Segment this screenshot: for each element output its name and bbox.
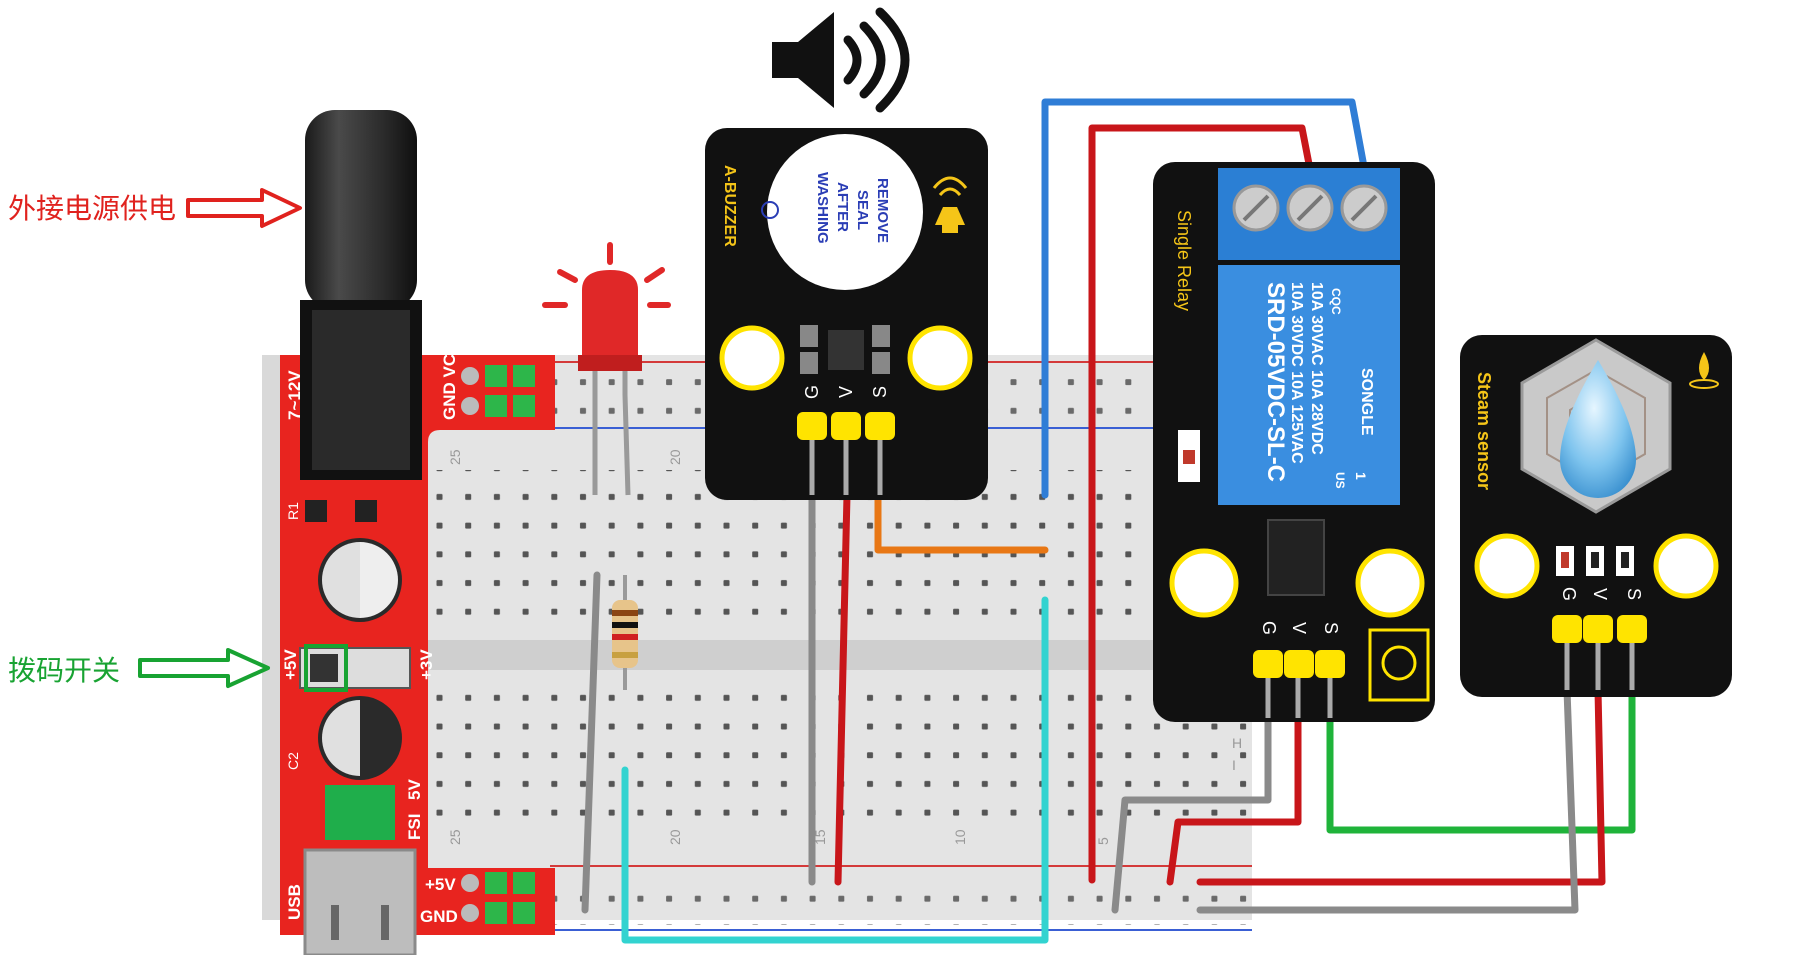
svg-text:WASHING: WASHING (814, 172, 831, 244)
relay-title: Single Relay (1174, 210, 1194, 311)
dip-arrow-icon (138, 648, 270, 688)
wire-red-steam (1196, 686, 1606, 886)
annotation-dip-switch: 拨码开关 (8, 648, 270, 688)
steam-pin-header (1552, 615, 1647, 690)
v5-label: 5V (405, 779, 424, 800)
relay-spec-1: 10A 30VAC 10A 28VDC (1308, 282, 1325, 455)
relay-spec-2: 10A 30VDC 10A 125VAC (1288, 282, 1305, 464)
relay-body (1218, 265, 1400, 505)
buzzer-pin-v: V (836, 386, 856, 398)
wire-red-buzzer (834, 491, 851, 886)
steam-pin-v: V (1590, 588, 1610, 600)
usb-label: USB (285, 884, 304, 920)
wire-gray-led (581, 571, 601, 914)
col-25-top: 25 (447, 449, 463, 465)
buzzer-seal-text: REMOVE SEAL AFTER WASHING (814, 172, 891, 244)
sw-3v-label: +3V (417, 649, 436, 680)
wire-orange (874, 491, 1049, 554)
svg-text:SEAL: SEAL (854, 190, 871, 230)
col-20-bot: 20 (667, 829, 683, 845)
steam-title: Steam sensor (1474, 372, 1494, 490)
row-i-label: I (1232, 757, 1236, 773)
svg-text:REMOVE: REMOVE (874, 178, 891, 243)
steam-pin-g: G (1559, 587, 1579, 601)
annotation-power: 外接电源供电 (8, 188, 302, 228)
col-15-bot: 15 (812, 829, 828, 845)
power-input-label: 外接电源供电 (8, 192, 176, 225)
water-drop-icon (1560, 360, 1636, 498)
wire-red-relay (1166, 711, 1302, 886)
buzzer-body (767, 134, 923, 290)
speaker-sound-icon (772, 7, 910, 113)
gnd-vc-label: GND VC (440, 354, 459, 420)
out-gnd-label: GND (420, 907, 458, 926)
wire-green-relay (1326, 686, 1636, 834)
buzzer-title: A-BUZZER (721, 165, 738, 247)
r1-label: R1 (285, 502, 301, 520)
relay-module: Single Relay SRD-05VDC-SL-C 10A 30VAC 10… (1153, 162, 1435, 722)
steam-pin-s: S (1624, 588, 1644, 600)
relay-pin-g: G (1259, 621, 1279, 635)
dip-switch-label: 拨码开关 (8, 654, 120, 687)
svg-text:AFTER: AFTER (834, 182, 851, 232)
relay-brand: SONGLE (1358, 368, 1375, 436)
led (542, 242, 671, 496)
relay-cqc: CQC (1329, 288, 1343, 315)
buzzer-module: REMOVE SEAL AFTER WASHING A-BUZZER G V S (705, 128, 988, 500)
col-20-top: 20 (667, 449, 683, 465)
dc-jack-plug (305, 110, 417, 310)
steam-sensor-module: Steam sensor G V S (1460, 335, 1732, 697)
usb-port (303, 848, 417, 955)
wire-cyan (621, 596, 1049, 944)
resistor (612, 575, 638, 690)
wire-gray-steam (1196, 686, 1579, 914)
buzzer-pin-g: G (802, 385, 822, 399)
relay-pin-v: V (1289, 622, 1309, 634)
buzzer-small-icon (932, 176, 968, 233)
relay-us: US (1333, 472, 1347, 489)
power-arrow-icon (186, 188, 302, 228)
relay-pin-s: S (1321, 622, 1341, 634)
power-module: 7~12V GND VC R1 C2 +5V +3V 5V FSI USB +5… (280, 110, 555, 955)
wire-blue (1041, 98, 1376, 499)
buzzer-pin-s: S (870, 386, 890, 398)
c2-label: C2 (285, 752, 301, 770)
relay-pin-header (1253, 650, 1345, 718)
out-5v-label: +5V (425, 875, 456, 894)
wires (581, 98, 1636, 944)
row-h-label: H (1232, 735, 1242, 751)
voltage-range-label: 7~12V (285, 370, 304, 420)
relay-model: SRD-05VDC-SL-C (1262, 282, 1289, 482)
col-5-bot: 5 (1095, 837, 1111, 845)
relay-one: 1 (1353, 472, 1369, 480)
col-10-bot: 10 (952, 829, 968, 845)
wire-gray-relay (1111, 711, 1272, 914)
col-25-bot: 25 (447, 829, 463, 845)
buzzer-pin-header (797, 412, 895, 495)
sw-5v-label: +5V (281, 649, 300, 680)
fsi-label: FSI (405, 814, 424, 840)
